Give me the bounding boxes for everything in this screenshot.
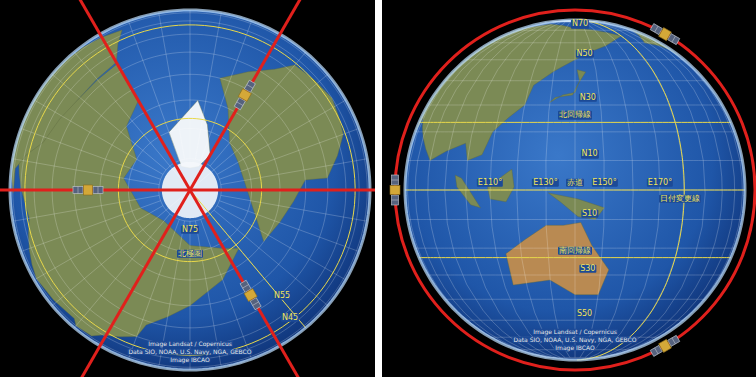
latitude-label: S50 xyxy=(576,310,593,318)
reference-line xyxy=(192,192,306,327)
tropic-label: 南回帰線 xyxy=(558,246,592,254)
orbit-ring xyxy=(395,10,755,370)
reference-line xyxy=(405,190,745,191)
latitude-label: N30 xyxy=(579,94,597,102)
latitude-label: N50 xyxy=(575,50,593,58)
landmass xyxy=(506,222,609,294)
satellite xyxy=(233,80,257,111)
image-credit: Data SIO, NOAA, U.S. Navy, NGA, GEBCO xyxy=(127,349,252,355)
reference-line xyxy=(577,20,684,360)
image-credit: Image Landsat / Copernicus xyxy=(147,341,233,347)
polar-globe xyxy=(0,0,375,377)
image-credit: Image IBCAO xyxy=(169,357,210,363)
latitude-label: S10 xyxy=(581,209,598,217)
latitude-label: N45 xyxy=(281,314,299,322)
satellite xyxy=(239,280,263,311)
reference-line xyxy=(419,257,731,258)
longitude-label: E130° xyxy=(532,179,558,187)
longitude-label: E110° xyxy=(477,179,503,187)
satellite xyxy=(650,334,681,358)
satellite xyxy=(73,185,103,195)
longitude-label: E150° xyxy=(591,179,617,187)
latitude-label: N10 xyxy=(580,150,598,158)
image-credit: Data SIO, NOAA, U.S. Navy, NGA, GEBCO xyxy=(512,337,637,343)
image-credit: Image IBCAO xyxy=(554,345,595,351)
equatorial-globe xyxy=(390,10,755,370)
equator-label: 赤道 xyxy=(566,179,584,187)
latitude-label: N70 xyxy=(571,20,589,28)
longitude-label: E170° xyxy=(647,179,673,187)
latitude-label: S30 xyxy=(579,265,596,273)
date-line-label: 日付変更線 xyxy=(659,195,701,203)
image-credit: Image Landsat / Copernicus xyxy=(532,329,618,335)
tropic-label: 北回帰線 xyxy=(558,111,592,119)
satellite xyxy=(390,175,400,205)
reference-line xyxy=(419,122,731,123)
circle-label: 北極圏 xyxy=(177,250,203,258)
landmass xyxy=(548,193,604,220)
orbit-plane xyxy=(75,0,305,377)
orbit-plane xyxy=(75,0,305,377)
satellite xyxy=(650,22,681,46)
latitude-label: N75 xyxy=(181,226,199,234)
orbit-plane xyxy=(0,189,375,192)
atmosphere xyxy=(405,20,745,360)
landmass xyxy=(220,65,343,242)
right-panel xyxy=(382,0,756,377)
graticule xyxy=(405,20,745,360)
latitude-label: N55 xyxy=(273,292,291,300)
ocean xyxy=(405,20,745,360)
